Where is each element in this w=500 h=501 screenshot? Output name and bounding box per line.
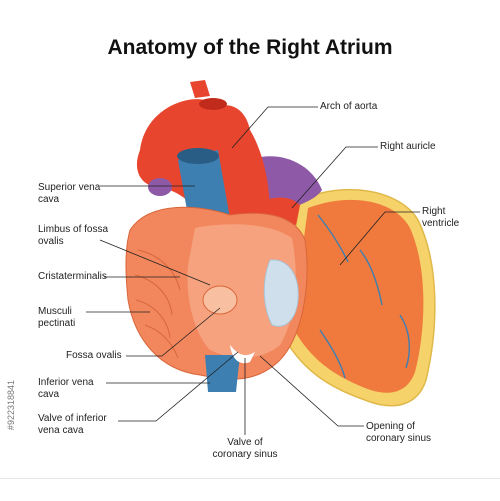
label-musculi-pectinati: Musculi pectinati — [38, 306, 76, 329]
label-valve-of-inferior-vena-cava: Valve of inferior vena cava — [38, 413, 107, 436]
stock-id: #922318841 — [6, 380, 16, 431]
leader-valve-ivc — [118, 351, 239, 422]
leader-lines — [86, 106, 420, 435]
label-superior-vena-cava: Superior vena cava — [38, 182, 101, 205]
label-right-ventricle: Right ventricle — [422, 206, 460, 229]
tricuspid-orifice — [263, 259, 299, 327]
leader-fossa-ovalis — [126, 307, 221, 357]
label-opening-of-coronary-sinus: Opening of coronary sinus — [366, 421, 432, 444]
footer-bar — [0, 478, 500, 501]
right-ventricle-inner — [292, 199, 424, 393]
label-fossa-ovalis: Fossa ovalis — [66, 350, 122, 361]
label-valve-of-coronary-sinus: Valve of coronary sinus — [212, 437, 278, 460]
leader-opening-coronary-sinus — [259, 355, 364, 427]
right-atrium-inner — [187, 224, 296, 358]
leader-limbus — [99, 239, 211, 286]
ivc-valve-shape — [230, 345, 255, 364]
label-arch-of-aorta: Arch of aorta — [320, 101, 378, 112]
label-inferior-vena-cava: Inferior vena cava — [38, 377, 94, 400]
leader-right-ventricle — [339, 211, 420, 266]
svc-opening — [177, 148, 219, 164]
label-limbus-of-fossa-ovalis: Limbus of fossa ovalis — [38, 224, 109, 247]
coronary-vessels — [317, 214, 411, 379]
page-title: Anatomy of the Right Atrium — [107, 36, 393, 59]
musculi-pectinati-ridges — [134, 249, 181, 359]
inferior-vena-cava-shape — [205, 355, 240, 392]
label-cristaterminalis: Cristaterminalis — [38, 271, 107, 282]
leader-arch-of-aorta — [231, 106, 318, 149]
label-right-auricle: Right auricle — [380, 141, 436, 152]
fossa-ovalis-shape — [202, 285, 238, 315]
leader-right-auricle — [291, 146, 378, 209]
brachiocephalic-stub — [148, 178, 172, 196]
aortic-opening — [199, 98, 227, 110]
aortic-branch — [190, 80, 210, 98]
